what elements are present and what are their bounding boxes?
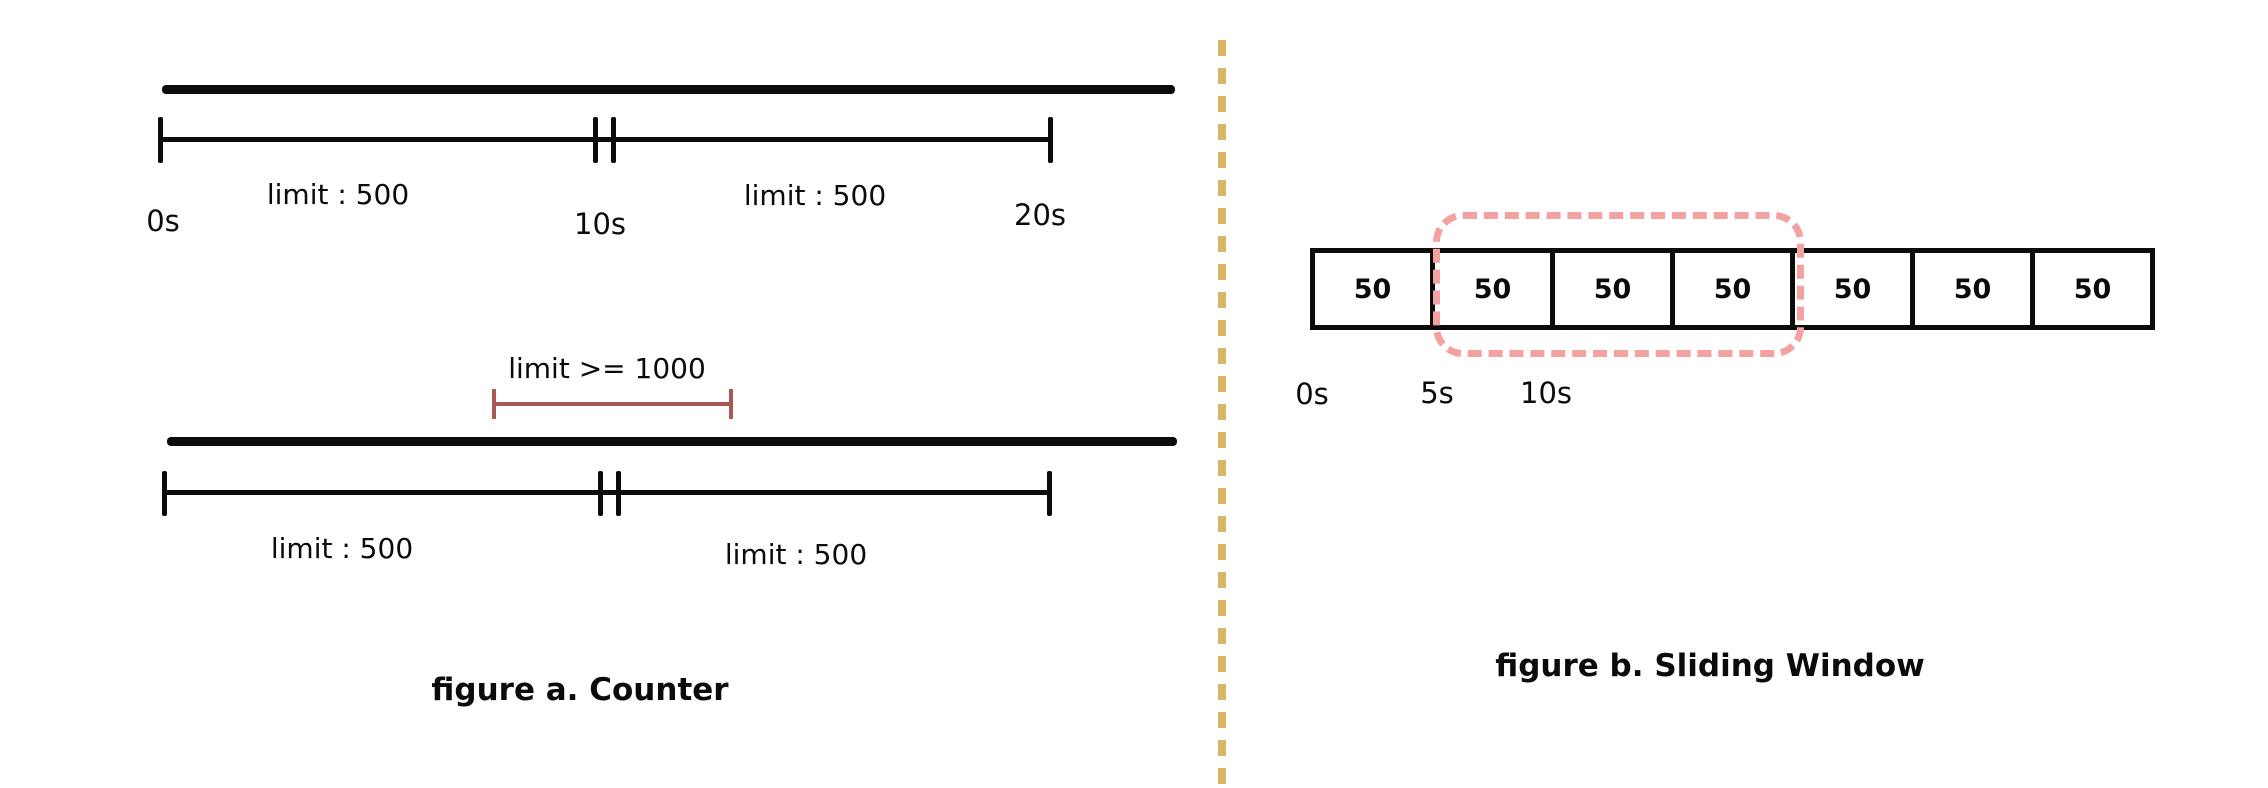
timeline-axis-bottom <box>167 437 1177 446</box>
tick-start <box>162 471 167 516</box>
sliding-window-outline <box>1433 212 1804 357</box>
section-divider <box>1218 40 1226 786</box>
burst-window-bracket <box>492 389 733 419</box>
figure-b-caption: figure b. Sliding Window <box>1495 648 1925 684</box>
bracket-end-tick <box>729 389 733 419</box>
tick-end <box>1047 471 1052 516</box>
bracket-line <box>162 490 1052 495</box>
bucket-cell: 50 <box>1790 248 1915 330</box>
time-label-10s: 10s <box>573 207 627 241</box>
segment-limit-label: limit : 500 <box>270 532 414 565</box>
segment-limit-label: limit : 500 <box>743 179 887 212</box>
segment-limit-label: limit : 500 <box>266 178 410 211</box>
bracket-end-tick <box>492 389 496 419</box>
time-label-0s: 0s <box>1295 377 1329 411</box>
interval-bracket-bottom <box>162 471 1052 516</box>
interval-bracket-top <box>158 117 1053 163</box>
time-label-20s: 20s <box>1013 198 1067 232</box>
time-label-10s: 10s <box>1519 376 1573 410</box>
bucket-row: 50 50 50 50 50 50 50 <box>1310 248 2155 330</box>
tick-10s-right <box>611 117 616 163</box>
tick-20s <box>1048 117 1053 163</box>
bracket-line <box>158 137 1053 142</box>
bucket-cell: 50 <box>1310 248 1435 330</box>
timeline-axis-top <box>162 85 1175 94</box>
bucket-cell: 50 <box>1910 248 2035 330</box>
figure-a-caption: figure a. Counter <box>431 672 729 708</box>
tick-0s <box>158 117 163 163</box>
bucket-cell: 50 <box>1550 248 1675 330</box>
tick-mid-right <box>616 471 621 516</box>
bucket-cell: 50 <box>2030 248 2155 330</box>
segment-limit-label: limit : 500 <box>724 538 868 571</box>
tick-mid-left <box>598 471 603 516</box>
bracket-line <box>492 402 733 406</box>
time-label-5s: 5s <box>1420 376 1454 410</box>
burst-limit-label: limit >= 1000 <box>508 352 706 385</box>
time-label-0s: 0s <box>146 204 180 238</box>
tick-10s-left <box>593 117 598 163</box>
